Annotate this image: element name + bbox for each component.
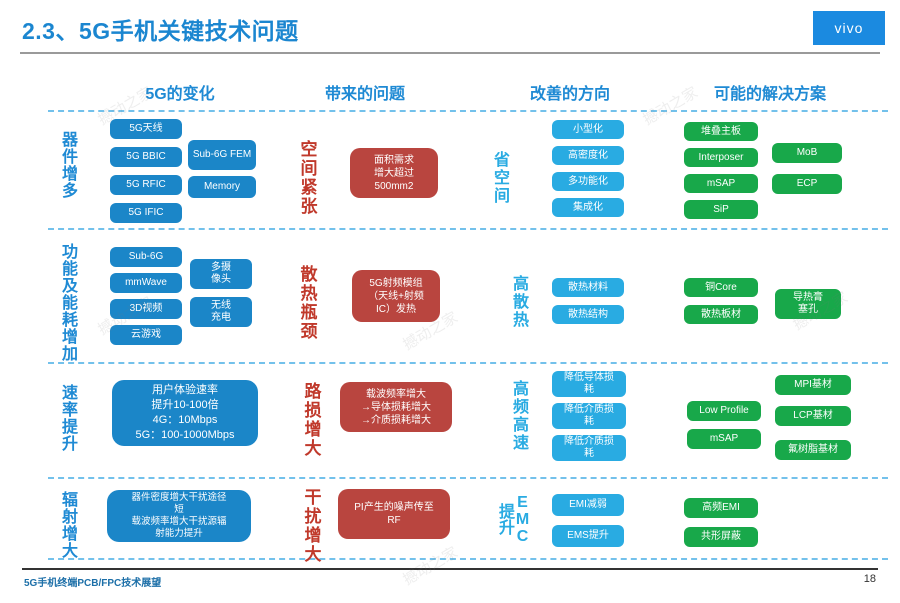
- solution-pill[interactable]: 铜Core: [684, 278, 758, 297]
- watermark: 撼动之家: [400, 544, 461, 589]
- solution-pill[interactable]: 散热板材: [684, 305, 758, 324]
- direction-pill[interactable]: 散热结构: [552, 305, 624, 324]
- problem-box[interactable]: PI产生的噪声传至 RF: [338, 489, 450, 539]
- solution-pill[interactable]: Interposer: [684, 148, 758, 167]
- change-pill[interactable]: 3D视频: [110, 299, 182, 319]
- footer-divider: [22, 568, 878, 570]
- solution-pill[interactable]: mSAP: [684, 174, 758, 193]
- solution-pill[interactable]: 氟树脂基材: [775, 440, 851, 460]
- solution-pill[interactable]: 堆叠主板: [684, 122, 758, 141]
- solution-pill[interactable]: ECP: [772, 174, 842, 194]
- problem-box[interactable]: 5G射频模组 （天线+射频 IC）发热: [352, 270, 440, 322]
- page-number: 18: [863, 573, 876, 585]
- change-pill[interactable]: Sub-6G: [110, 247, 182, 267]
- change-box[interactable]: 器件密度增大干扰途径 短 载波频率增大干扰源辐 射能力提升: [107, 490, 251, 542]
- change-pill[interactable]: Memory: [188, 176, 256, 198]
- solution-pill[interactable]: mSAP: [687, 429, 761, 449]
- problem-label-row-1: 空间紧张: [300, 140, 318, 216]
- change-pill[interactable]: 5G BBIC: [110, 147, 182, 167]
- divider-bottom: [48, 558, 888, 560]
- stage-label-row-2: 功能及能耗增加: [61, 244, 78, 363]
- solution-pill[interactable]: Low Profile: [687, 401, 761, 421]
- direction-pill[interactable]: 集成化: [552, 198, 624, 217]
- solution-pill[interactable]: MPI基材: [775, 375, 851, 395]
- direction-label-row-2: 高散热: [512, 276, 529, 329]
- direction-pill[interactable]: EMI减弱: [552, 494, 624, 516]
- divider-top: [48, 110, 888, 112]
- column-header-directions: 改善的方向: [529, 86, 610, 103]
- vivo-logo: vivo: [813, 11, 885, 45]
- solution-pill[interactable]: SiP: [684, 200, 758, 219]
- problem-box[interactable]: 载波频率增大 →导体损耗增大 →介质损耗增大: [340, 382, 452, 432]
- direction-pill[interactable]: 降低导体损 耗: [552, 371, 626, 397]
- direction-pill[interactable]: 降低介质损 耗: [552, 435, 626, 461]
- solution-pill[interactable]: 共形屏蔽: [684, 527, 758, 547]
- direction-pill[interactable]: EMS提升: [552, 525, 624, 547]
- change-pill[interactable]: 云游戏: [110, 325, 182, 345]
- column-header-problems: 带来的问题: [324, 86, 405, 103]
- divider-row-2: [48, 362, 888, 364]
- problem-label-row-3: 路损增大: [304, 382, 322, 458]
- solution-pill[interactable]: 导热膏 塞孔: [775, 289, 841, 319]
- stage-label-row-3: 速率提升: [61, 385, 78, 453]
- divider-row-1: [48, 228, 888, 230]
- problem-label-row-4: 干扰增大: [304, 488, 322, 564]
- problem-label-row-2: 散热瓶颈: [300, 265, 318, 341]
- direction-label-row-4: EMC 提升: [496, 493, 531, 545]
- change-pill[interactable]: 无线 充电: [190, 297, 252, 327]
- change-pill[interactable]: 多摄 像头: [190, 259, 252, 289]
- direction-pill[interactable]: 散热材料: [552, 278, 624, 297]
- direction-label-row-3: 高频高速: [512, 381, 529, 452]
- divider-row-3: [48, 477, 888, 479]
- direction-pill[interactable]: 小型化: [552, 120, 624, 139]
- column-header-solutions: 可能的解决方案: [713, 86, 826, 103]
- solution-pill[interactable]: 高频EMI: [684, 498, 758, 518]
- change-pill[interactable]: 5G天线: [110, 119, 182, 139]
- change-pill[interactable]: 5G RFIC: [110, 175, 182, 195]
- page-title: 2.3、5G手机关键技术问题: [22, 18, 299, 44]
- solution-pill[interactable]: MoB: [772, 143, 842, 163]
- stage-label-row-4: 辐射增大: [61, 492, 78, 560]
- change-box[interactable]: 用户体验速率 提升10-100倍 4G：10Mbps 5G：100-1000Mb…: [112, 380, 258, 446]
- direction-pill[interactable]: 多功能化: [552, 172, 624, 191]
- change-pill[interactable]: mmWave: [110, 273, 182, 293]
- column-header-changes: 5G的变化: [145, 86, 215, 103]
- direction-pill[interactable]: 降低介质损 耗: [552, 403, 626, 429]
- header-divider: [20, 52, 880, 54]
- problem-box[interactable]: 面积需求 增大超过 500mm2: [350, 148, 438, 198]
- slide-header: 2.3、5G手机关键技术问题 vivo: [0, 0, 900, 58]
- stage-label-row-1: 器件增多: [61, 132, 78, 200]
- change-pill[interactable]: 5G IFIC: [110, 203, 182, 223]
- solution-pill[interactable]: LCP基材: [775, 406, 851, 426]
- direction-pill[interactable]: 高密度化: [552, 146, 624, 165]
- change-pill[interactable]: Sub-6G FEM: [188, 140, 256, 170]
- direction-label-row-1: 省空间: [493, 152, 510, 205]
- footer-text: 5G手机终端PCB/FPC技术展望: [24, 578, 162, 589]
